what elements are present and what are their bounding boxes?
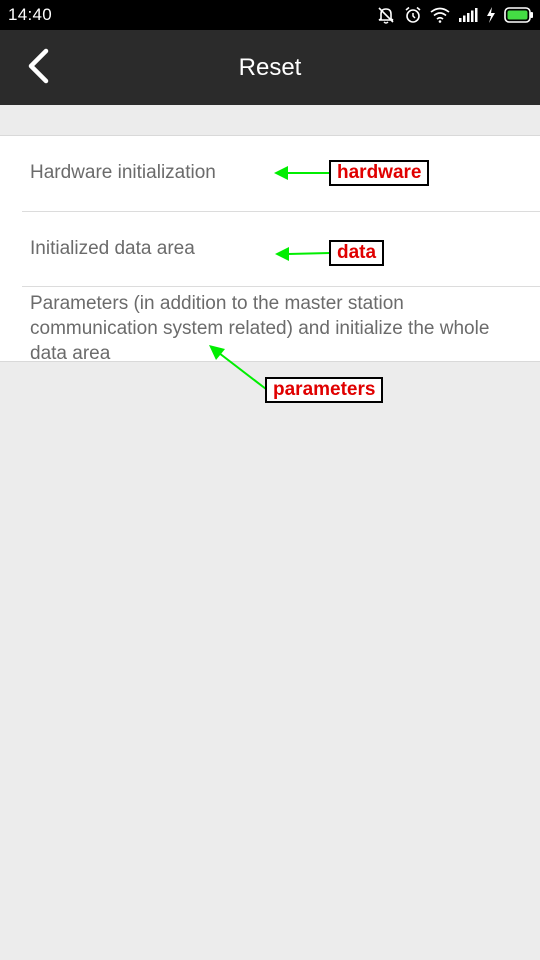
back-button[interactable] xyxy=(18,48,58,88)
status-bar: 14:40 xyxy=(0,0,540,30)
app-bar: Reset xyxy=(0,30,540,105)
reset-options-list: Hardware initialization Initialized data… xyxy=(0,135,540,364)
alarm-icon xyxy=(404,6,422,24)
signal-icon xyxy=(458,8,478,22)
divider xyxy=(22,286,540,287)
battery-icon xyxy=(504,7,534,23)
list-item-label: Hardware initialization xyxy=(30,162,216,183)
list-item-parameters-initialize[interactable]: Parameters (in addition to the master st… xyxy=(0,287,540,364)
wifi-icon xyxy=(430,7,450,23)
list-item-label: Parameters (in addition to the master st… xyxy=(30,293,490,364)
muted-bell-icon xyxy=(376,5,396,25)
status-time: 14:40 xyxy=(8,5,53,24)
list-item-hardware-initialization[interactable]: Hardware initialization xyxy=(0,136,540,212)
list-item-label: Initialized data area xyxy=(30,238,195,259)
divider xyxy=(22,211,540,212)
status-icons xyxy=(376,5,534,25)
page-title: Reset xyxy=(238,54,302,81)
chevron-left-icon xyxy=(26,48,50,89)
annotation-label-hardware: hardware xyxy=(329,160,430,186)
list-item-initialized-data-area[interactable]: Initialized data area xyxy=(0,212,540,287)
annotation-label-parameters: parameters xyxy=(265,377,384,403)
charging-icon xyxy=(486,7,496,23)
annotation-label-data: data xyxy=(329,240,385,266)
